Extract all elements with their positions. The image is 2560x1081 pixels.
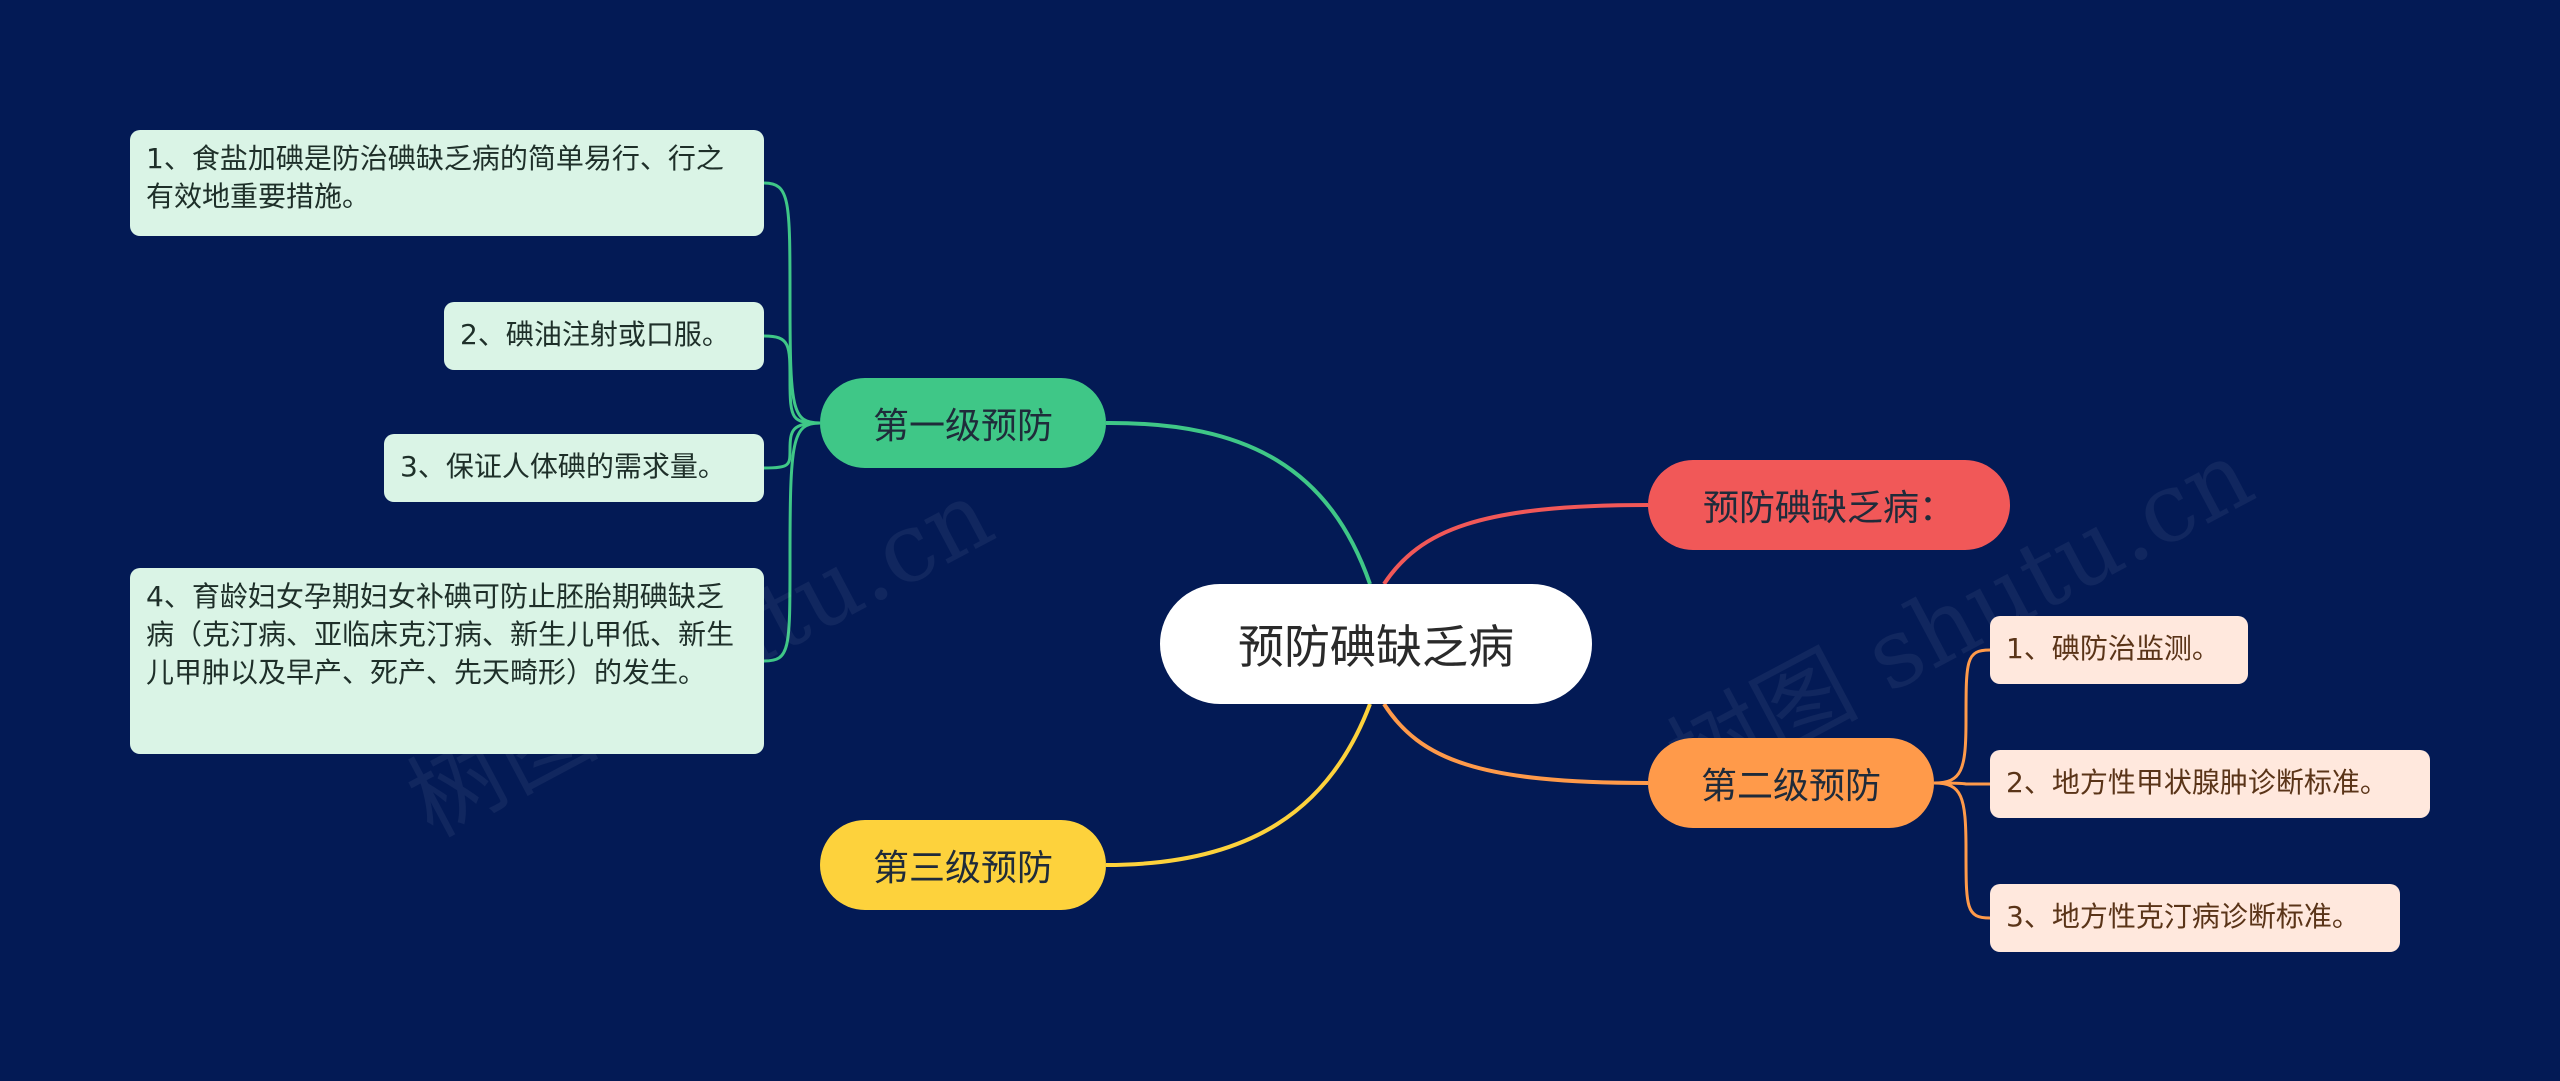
link-root-first xyxy=(1105,420,1372,585)
link-second-item-2 xyxy=(1933,781,1990,786)
link-second-item-1 xyxy=(1933,648,1991,785)
link-first-item-3 xyxy=(763,421,821,470)
first-level-item[interactable]: 3、保证人体碘的需求量。 xyxy=(384,434,764,502)
link-first-item-2 xyxy=(763,334,821,425)
branch-prevention-intro[interactable]: 预防碘缺乏病： xyxy=(1648,460,2010,550)
first-level-item[interactable]: 2、碘油注射或口服。 xyxy=(444,302,764,370)
branch-first-level-prevention[interactable]: 第一级预防 xyxy=(820,378,1106,468)
branch-second-level-prevention[interactable]: 第二级预防 xyxy=(1648,738,1934,828)
first-level-item[interactable]: 4、育龄妇女孕期妇女补碘可防止胚胎期碘缺乏病（克汀病、亚临床克汀病、新生儿甲低、… xyxy=(130,568,764,754)
first-level-item[interactable]: 1、食盐加碘是防治碘缺乏病的简单易行、行之有效地重要措施。 xyxy=(130,130,764,236)
link-root-third xyxy=(1105,703,1372,867)
link-second-item-3 xyxy=(1933,781,1991,920)
second-level-item[interactable]: 2、地方性甲状腺肿诊断标准。 xyxy=(1990,750,2430,818)
second-level-item[interactable]: 1、碘防治监测。 xyxy=(1990,616,2248,684)
link-first-item-4 xyxy=(763,421,821,663)
branch-third-level-prevention[interactable]: 第三级预防 xyxy=(820,820,1106,910)
link-root-intro xyxy=(1382,503,1649,586)
link-first-item-1 xyxy=(763,181,821,425)
root-topic[interactable]: 预防碘缺乏病 xyxy=(1160,584,1592,704)
second-level-item[interactable]: 3、地方性克汀病诊断标准。 xyxy=(1990,884,2400,952)
link-root-second xyxy=(1382,702,1649,785)
